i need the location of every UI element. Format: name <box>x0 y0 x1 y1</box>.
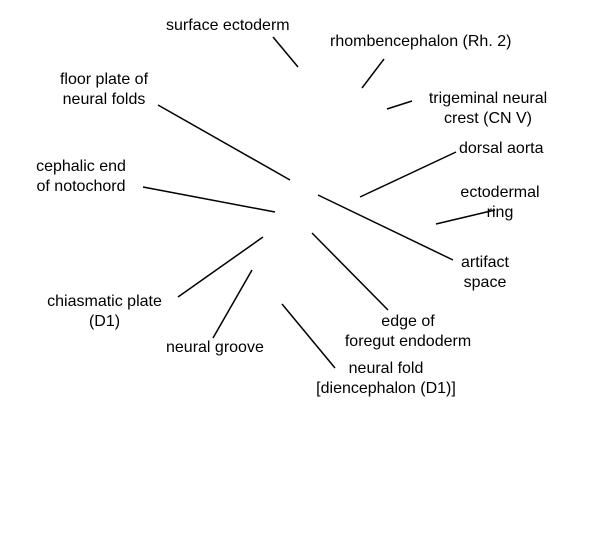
label-neural-groove-text: neural groove <box>166 339 264 356</box>
label-edge-foregut: edge of foregut endoderm <box>328 312 488 352</box>
label-edge-foregut-line1: edge of <box>381 313 435 330</box>
label-chiasmatic-plate-line2: (D1) <box>88 313 121 330</box>
leader-floor-plate <box>157 104 291 181</box>
leader-rhombencephalon <box>361 58 385 89</box>
leader-neural-groove <box>212 269 253 339</box>
label-rhombencephalon-text: rhombencephalon (Rh. 2) <box>330 33 512 50</box>
leader-cephalic-end <box>142 186 276 213</box>
label-artifact-space: artifact space <box>450 253 520 293</box>
label-dorsal-aorta: dorsal aorta <box>459 139 544 159</box>
label-dorsal-aorta-text: dorsal aorta <box>459 140 544 157</box>
label-cephalic-end: cephalic end of notochord <box>22 157 140 197</box>
label-surface-ectoderm: surface ectoderm <box>166 16 290 36</box>
label-ectodermal-ring-line2: ring <box>486 204 514 221</box>
label-chiasmatic-plate-line1: chiasmatic plate <box>47 293 162 310</box>
label-trigeminal-line2: crest (CN V) <box>444 110 532 127</box>
label-trigeminal-crest: trigeminal neural crest (CN V) <box>412 89 564 129</box>
label-edge-foregut-line2: foregut endoderm <box>344 333 472 350</box>
label-artifact-space-line1: artifact <box>460 254 509 271</box>
label-neural-fold-line2: [diencephalon (D1)] <box>316 380 456 397</box>
leader-ectodermal-ring <box>435 209 496 225</box>
label-rhombencephalon: rhombencephalon (Rh. 2) <box>330 32 511 52</box>
leader-neural-fold <box>281 303 336 369</box>
label-cephalic-end-line1: cephalic end <box>36 158 126 175</box>
label-ectodermal-ring: ectodermal ring <box>460 183 540 223</box>
leader-chiasmatic-plate <box>177 236 264 298</box>
label-floor-plate: floor plate of neural folds <box>44 70 164 110</box>
leader-edge-foregut <box>311 232 389 311</box>
label-surface-ectoderm-text: surface ectoderm <box>166 17 290 34</box>
label-cephalic-end-line2: of notochord <box>36 178 126 195</box>
label-neural-groove: neural groove <box>166 338 264 358</box>
label-chiasmatic-plate: chiasmatic plate (D1) <box>32 292 177 332</box>
label-trigeminal-line1: trigeminal neural <box>428 90 548 107</box>
label-floor-plate-line1: floor plate of <box>59 71 149 88</box>
label-ectodermal-ring-line1: ectodermal <box>460 184 540 201</box>
label-neural-fold-line1: neural fold <box>348 360 424 377</box>
label-floor-plate-line2: neural folds <box>62 91 146 108</box>
leader-trigeminal-crest <box>386 100 413 110</box>
leader-dorsal-aorta <box>359 151 457 198</box>
leader-surface-ectoderm <box>272 36 299 68</box>
leader-artifact-space <box>317 194 454 261</box>
label-neural-fold: neural fold [diencephalon (D1)] <box>290 359 482 399</box>
label-artifact-space-line2: space <box>463 274 507 291</box>
